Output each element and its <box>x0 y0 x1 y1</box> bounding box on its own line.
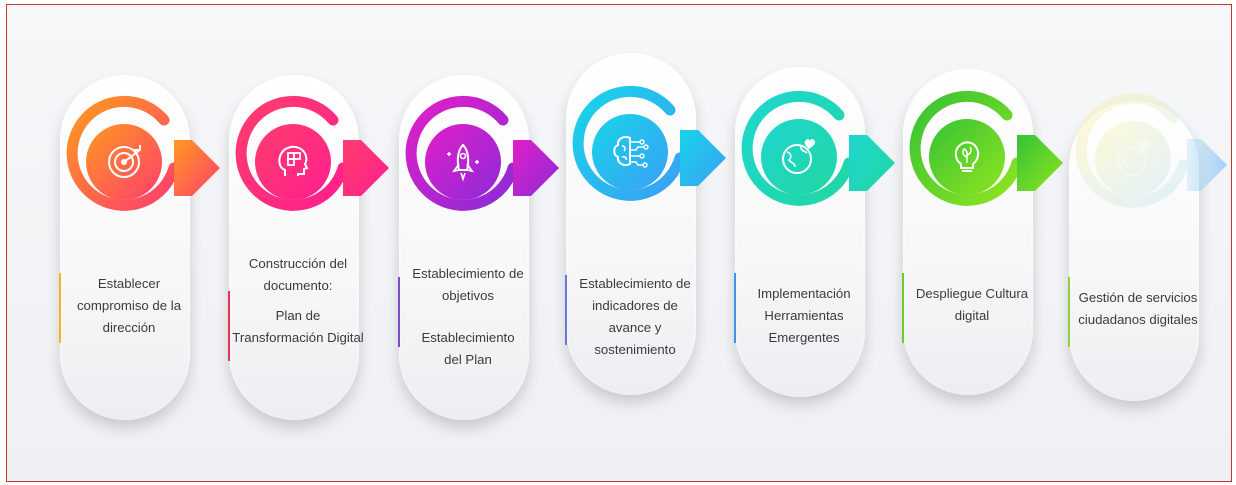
step-label-line: Emergentes <box>768 330 840 345</box>
step-label-line: ciudadanos digitales <box>1078 312 1198 327</box>
step-label-line: del Plan <box>444 352 492 367</box>
step-label-line: Construcción del <box>248 256 348 271</box>
step-label: Establecimiento de indicadores de avance… <box>569 273 701 361</box>
step-label-line: Establecimiento <box>421 330 515 345</box>
accent-bar <box>1068 277 1070 347</box>
step-ring-arrow <box>1075 92 1227 208</box>
step-label-line: documento: <box>263 278 333 293</box>
target-icon <box>108 145 141 178</box>
step-label-line: Gestión de servicios <box>1078 290 1198 305</box>
step-label-line: Transformación Digital <box>232 330 364 345</box>
step-label: Gestión de servicios ciudadanos digitale… <box>1072 287 1204 331</box>
step-6: Despliegue Cultura digital <box>895 5 1065 481</box>
accent-bar <box>228 291 230 361</box>
step-ring-arrow <box>235 95 389 211</box>
step-label: Implementación Herramientas Emergentes <box>738 283 870 349</box>
head-puzzle-icon <box>278 145 309 176</box>
rocket-icon <box>447 143 479 182</box>
step-label-line: Establecimiento de <box>412 266 524 281</box>
step-label-line: Establecer <box>97 276 161 291</box>
step-label-line: indicadores de <box>592 298 678 313</box>
globe-heart-icon <box>1116 141 1150 176</box>
lightbulb-leaf-icon <box>954 141 980 172</box>
step-7: Gestión de servicios ciudadanos digitale… <box>1061 5 1231 481</box>
accent-bar <box>565 275 567 345</box>
step-label-line: Plan de <box>275 308 321 323</box>
step-ring-arrow <box>405 95 559 211</box>
step-label-line: sostenimiento <box>594 342 676 357</box>
step-label-line: Implementación <box>757 286 851 301</box>
step-label-line: dirección <box>102 320 156 335</box>
step-label-line: objetivos <box>441 288 495 303</box>
brain-circuit-icon <box>613 135 649 168</box>
accent-bar <box>734 273 736 343</box>
step-label-line: digital <box>954 308 990 323</box>
step-label: Despliegue Cultura digital <box>906 283 1038 327</box>
step-2: Construcción del documento: Plan de Tran… <box>221 5 391 481</box>
step-3: Establecimiento de objetivos Establecimi… <box>391 5 561 481</box>
step-4: Establecimiento de indicadores de avance… <box>558 5 728 481</box>
step-label-line: compromiso de la <box>76 298 182 313</box>
accent-bar <box>398 277 400 347</box>
step-label: Establecer compromiso de la dirección <box>63 273 195 339</box>
diagram-frame: Establecer compromiso de la dirección Co <box>6 4 1232 482</box>
globe-heart-icon <box>782 139 816 174</box>
step-label-line: Despliegue Cultura <box>915 286 1029 301</box>
step-5: Implementación Herramientas Emergentes <box>727 5 897 481</box>
step-label: Construcción del documento: Plan de Tran… <box>232 253 364 349</box>
step-ring-arrow <box>741 90 895 206</box>
step-label-line: Herramientas <box>764 308 844 323</box>
step-label-line: Establecimiento de <box>579 276 691 291</box>
accent-bar <box>59 273 61 343</box>
step-1: Establecer compromiso de la dirección <box>52 5 222 481</box>
step-label-line: avance y <box>608 320 662 335</box>
step-label: Establecimiento de objetivos Establecimi… <box>402 263 534 371</box>
accent-bar <box>902 273 904 343</box>
